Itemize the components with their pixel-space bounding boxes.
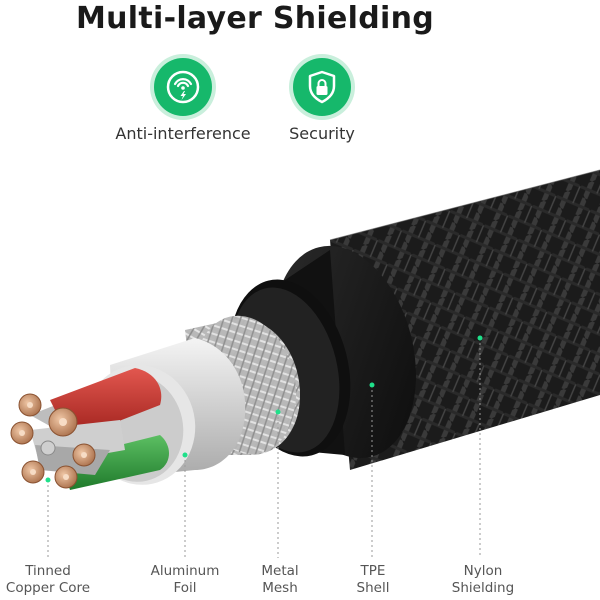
feature-label: Security	[289, 124, 355, 143]
tinned-copper-core	[10, 393, 96, 489]
lock-shield-icon	[293, 58, 351, 116]
feature-security: Security	[242, 58, 402, 143]
feature-label: Anti-interference	[115, 124, 251, 143]
signal-shield-icon	[154, 58, 212, 116]
page-title: Multi-layer Shielding	[75, 1, 435, 36]
feature-anti-interference: Anti-interference	[103, 58, 263, 143]
